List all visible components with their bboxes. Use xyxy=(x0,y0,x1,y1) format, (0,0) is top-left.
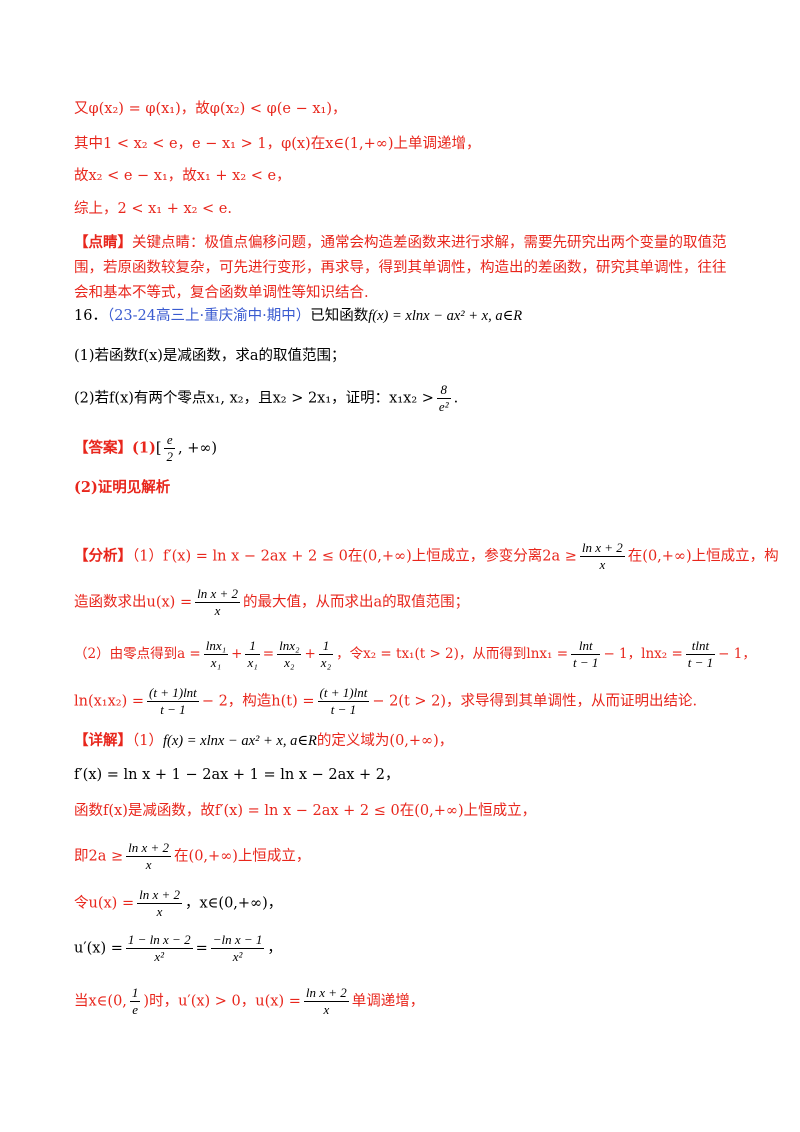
text-line: 综上，2 < x₁ + x₂ < e. xyxy=(74,201,232,217)
text-line: 其中1 < x₂ < e，e − x₁ > 1，φ(x)在x∈(1,+∞)上单调… xyxy=(74,136,481,152)
answer-tag: 【答案】 xyxy=(74,439,132,457)
problem-formula: f(x) = xlnx − ax² + x, a∈R xyxy=(368,308,523,324)
part2-prefix: (2)若f(x)有两个零点x₁, x₂，且x₂ > 2x₁，证明：x₁x₂ > xyxy=(74,390,434,407)
detail-line-2: f′(x) = ln x + 1 − 2ax + 1 = ln x − 2ax … xyxy=(74,767,400,783)
dianjing-block: 【点睛】关键点睛：极值点偏移问题，通常会构造差函数来进行求解，需要先研究出两个变… xyxy=(74,230,740,306)
problem-source: （23-24高三上·重庆渝中·期中） xyxy=(106,308,311,324)
detail-line-1: 【详解】（1）f(x) = xlnx − ax² + x, a∈R的定义域为(0… xyxy=(74,732,454,749)
analysis-tag: 【分析】 xyxy=(74,547,132,565)
dianjing-text: 关键点睛：极值点偏移问题，通常会构造差函数来进行求解，需要先研究出两个变量的取值… xyxy=(74,235,727,301)
answer-line-2: (2)证明见解析 xyxy=(74,479,171,496)
problem-stem-prefix: 已知函数 xyxy=(310,308,369,324)
problem-stem: 16．（23-24高三上·重庆渝中·期中）已知函数f(x) = xlnx − a… xyxy=(74,305,740,327)
analysis-line-1: 【分析】（1）f′(x) = ln x − 2ax + 2 ≤ 0在(0,+∞)… xyxy=(74,540,779,572)
text-line: 故x₂ < e − x₁，故x₁ + x₂ < e， xyxy=(74,168,291,184)
detail-line-3: 函数f(x)是减函数，故f′(x) = ln x − 2ax + 2 ≤ 0在(… xyxy=(74,803,537,819)
problem-part1: (1)若函数f(x)是减函数，求a的取值范围； xyxy=(74,348,346,364)
text-line: 又φ(x₂) = φ(x₁)，故φ(x₂) < φ(e − x₁)， xyxy=(74,101,347,117)
problem-number: 16． xyxy=(74,308,107,324)
problem-part2: (2)若f(x)有两个零点x₁, x₂，且x₂ > 2x₁，证明：x₁x₂ >8… xyxy=(74,382,459,414)
detail-tag: 【详解】 xyxy=(74,732,132,749)
dianjing-tag: 【点睛】 xyxy=(74,234,132,251)
